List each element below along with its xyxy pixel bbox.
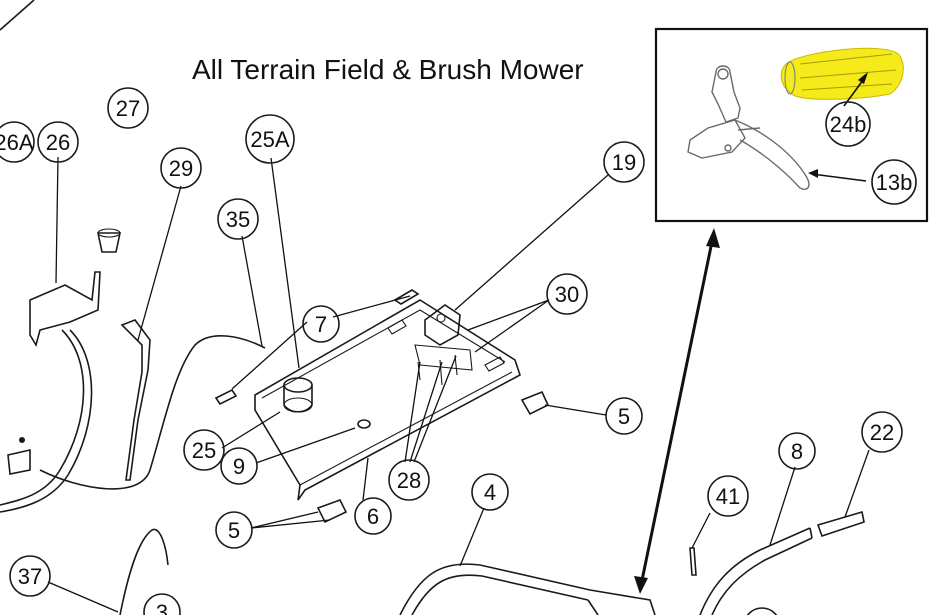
svg-text:6: 6 xyxy=(367,504,379,529)
lever-26 xyxy=(29,271,101,348)
callout-22: 22 xyxy=(861,411,903,453)
leader-lines xyxy=(47,156,870,613)
svg-text:30: 30 xyxy=(555,282,579,307)
callout-4: 4 xyxy=(471,473,509,511)
inset-box: 24b 13b xyxy=(654,27,929,223)
handle-frame-tubes xyxy=(0,0,865,615)
mounting-plate-6 xyxy=(254,299,521,501)
brake-lever-13b xyxy=(687,65,810,190)
bracket-19 xyxy=(414,304,473,371)
svg-text:37: 37 xyxy=(18,564,42,589)
diagram-title: All Terrain Field & Brush Mower xyxy=(192,54,584,85)
svg-text:13b: 13b xyxy=(876,170,913,195)
callout-5-lower: 5 xyxy=(215,511,253,549)
handle-tube-4b xyxy=(411,574,589,615)
tube-22 xyxy=(816,510,865,538)
callout-26a: 26A xyxy=(0,121,35,163)
svg-text:19: 19 xyxy=(612,150,636,175)
svg-text:3: 3 xyxy=(156,600,168,615)
clip-5b xyxy=(316,499,348,524)
callout-30: 30 xyxy=(546,273,588,315)
svg-text:8: 8 xyxy=(791,439,803,464)
svg-text:24b: 24b xyxy=(830,112,867,137)
dot-left xyxy=(19,437,25,443)
callout-35: 35 xyxy=(217,198,259,240)
callout-41: 41 xyxy=(707,475,749,517)
callout-19: 19 xyxy=(603,141,645,183)
frame-tube-top-left xyxy=(0,0,35,31)
grip-24b xyxy=(780,47,904,100)
svg-text:26: 26 xyxy=(46,130,70,155)
callout-8: 8 xyxy=(778,432,816,470)
svg-text:26A: 26A xyxy=(0,130,34,155)
callout-26: 26 xyxy=(37,121,79,163)
callout-27: 27 xyxy=(107,87,149,129)
clip-5a xyxy=(520,390,550,416)
svg-text:28: 28 xyxy=(397,468,421,493)
callout-9: 9 xyxy=(220,447,258,485)
washer-9 xyxy=(357,419,371,429)
svg-text:9: 9 xyxy=(233,454,245,479)
tube-8-end xyxy=(809,527,813,539)
callout-28: 28 xyxy=(388,459,430,501)
svg-text:25A: 25A xyxy=(250,127,289,152)
callout-13b: 13b xyxy=(871,159,917,205)
callout-25a: 25A xyxy=(245,114,295,164)
callout-29: 29 xyxy=(160,147,202,189)
grip-section xyxy=(589,589,656,615)
bolt-7b xyxy=(214,388,238,406)
cable-26 xyxy=(0,329,85,506)
svg-text:5: 5 xyxy=(228,518,240,543)
callout-7: 7 xyxy=(302,305,340,343)
svg-text:35: 35 xyxy=(226,207,250,232)
plug-27 xyxy=(97,232,121,253)
svg-text:25: 25 xyxy=(192,438,216,463)
callout-5-right: 5 xyxy=(605,397,643,435)
bolt-7a xyxy=(393,289,420,305)
throttle-knob-25 xyxy=(283,377,313,413)
callout-partial-right xyxy=(746,607,778,615)
handle-tube-8 xyxy=(699,527,811,615)
svg-text:7: 7 xyxy=(315,312,327,337)
grip-section-b xyxy=(587,599,599,615)
lever-29 xyxy=(120,319,151,481)
pin-41 xyxy=(689,547,697,576)
handle-tube-4 xyxy=(399,563,591,615)
svg-text:5: 5 xyxy=(618,404,630,429)
callout-25: 25 xyxy=(183,429,225,471)
handle-tube-8b xyxy=(711,537,813,615)
connector-left xyxy=(7,448,31,475)
callout-6: 6 xyxy=(354,497,392,535)
svg-text:41: 41 xyxy=(716,484,740,509)
callouts: 26A 26 27 25A 29 35 19 30 7 5 25 9 28 6 … xyxy=(0,87,903,615)
svg-text:29: 29 xyxy=(169,156,193,181)
cable-35 xyxy=(39,334,266,490)
callout-3: 3 xyxy=(143,593,181,615)
small-parts xyxy=(7,228,550,524)
svg-text:27: 27 xyxy=(116,96,140,121)
callout-37: 37 xyxy=(9,555,51,597)
svg-text:4: 4 xyxy=(484,480,496,505)
svg-text:22: 22 xyxy=(870,420,894,445)
cable-26b xyxy=(0,329,93,513)
callout-24b: 24b xyxy=(825,101,871,147)
cable-37 xyxy=(119,528,169,615)
